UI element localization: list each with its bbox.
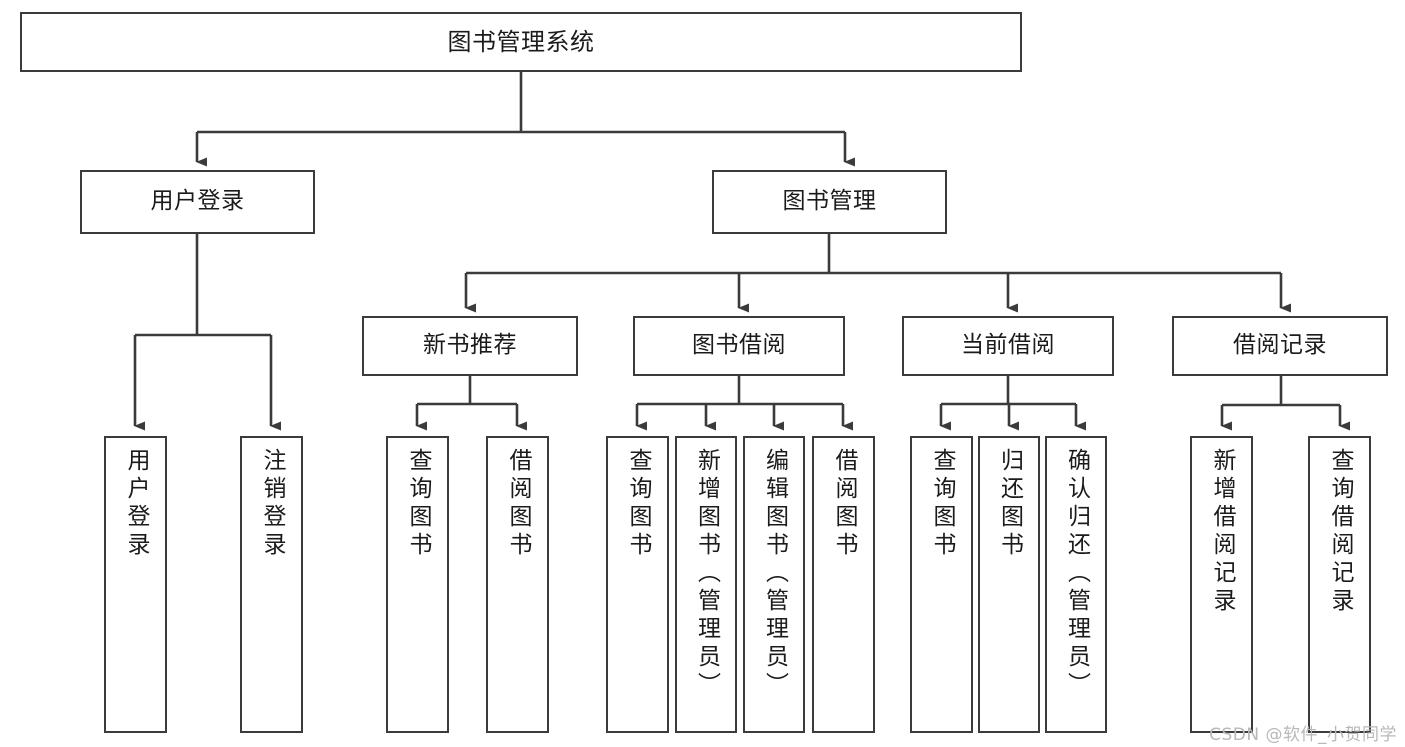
node-label: 借阅记录 xyxy=(1233,332,1327,359)
node-label: 查询图书 xyxy=(929,448,955,560)
node-label: 查询图书 xyxy=(625,448,651,560)
node-label: 用户登录 xyxy=(150,188,245,215)
node-label: 图书管理 xyxy=(782,188,877,215)
node-label: 编辑图书（管理员） xyxy=(761,448,788,700)
node-borrow-records[interactable]: 借阅记录 xyxy=(1172,316,1388,376)
node-user-login[interactable]: 用户登录 xyxy=(80,170,315,234)
leaf-borrow-borrow-book[interactable]: 借阅图书 xyxy=(812,436,875,733)
node-label: 查询图书 xyxy=(405,448,431,560)
leaf-records-query-record[interactable]: 查询借阅记录 xyxy=(1308,436,1371,733)
leaf-current-query[interactable]: 查询图书 xyxy=(910,436,973,733)
leaf-borrow-edit-book-admin[interactable]: 编辑图书（管理员） xyxy=(743,436,805,733)
node-root-system[interactable]: 图书管理系统 xyxy=(20,12,1022,72)
node-label: 新增图书（管理员） xyxy=(693,448,720,700)
leaf-borrow-query[interactable]: 查询图书 xyxy=(606,436,669,733)
leaf-current-confirm-return-admin[interactable]: 确认归还（管理员） xyxy=(1045,436,1107,733)
leaf-new-books-query[interactable]: 查询图书 xyxy=(386,436,449,733)
node-label: 确认归还（管理员） xyxy=(1063,448,1090,700)
node-new-book-recommend[interactable]: 新书推荐 xyxy=(362,316,578,376)
node-label: 新增借阅记录 xyxy=(1209,448,1235,616)
node-label: 图书借阅 xyxy=(692,332,786,359)
node-label: 用户登录 xyxy=(123,448,149,560)
node-current-borrow[interactable]: 当前借阅 xyxy=(902,316,1114,376)
leaf-records-add-record[interactable]: 新增借阅记录 xyxy=(1190,436,1253,733)
node-label: 借阅图书 xyxy=(831,448,857,560)
node-label: 新书推荐 xyxy=(423,332,517,359)
leaf-user-login-signin[interactable]: 用户登录 xyxy=(104,436,167,733)
leaf-new-books-borrow[interactable]: 借阅图书 xyxy=(486,436,549,733)
node-label: 归还图书 xyxy=(996,448,1023,560)
node-book-management[interactable]: 图书管理 xyxy=(712,170,947,234)
leaf-current-return-book[interactable]: 归还图书 xyxy=(978,436,1040,733)
leaf-borrow-add-book-admin[interactable]: 新增图书（管理员） xyxy=(675,436,737,733)
leaf-user-login-signout[interactable]: 注销登录 xyxy=(240,436,303,733)
node-label: 图书管理系统 xyxy=(447,27,595,56)
node-label: 借阅图书 xyxy=(505,448,531,560)
csdn-watermark: CSDN @软件_小贺同学 xyxy=(1209,725,1397,745)
node-label: 当前借阅 xyxy=(961,332,1055,359)
node-label: 注销登录 xyxy=(259,448,285,560)
node-label: 查询借阅记录 xyxy=(1327,448,1353,616)
node-book-borrow[interactable]: 图书借阅 xyxy=(633,316,845,376)
